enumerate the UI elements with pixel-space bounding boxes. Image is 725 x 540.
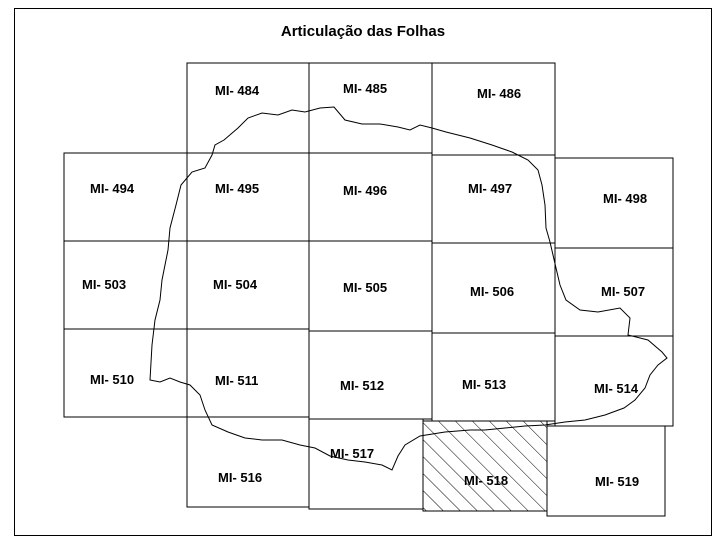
sheet-498: MI- 498 xyxy=(554,157,674,249)
sheet-label-505: MI- 505 xyxy=(343,280,387,295)
sheet-cell-512 xyxy=(308,330,433,420)
sheet-label-484: MI- 484 xyxy=(215,83,260,98)
sheet-486: MI- 486 xyxy=(431,62,556,156)
sheet-513: MI- 513 xyxy=(431,332,556,422)
sheet-cell-484 xyxy=(186,62,310,154)
sheet-label-513: MI- 513 xyxy=(462,377,506,392)
sheet-label-510: MI- 510 xyxy=(90,372,134,387)
sheet-cell-519 xyxy=(546,425,666,517)
sheet-511: MI- 511 xyxy=(186,328,310,418)
sheet-516: MI- 516 xyxy=(186,416,310,508)
sheet-label-512: MI- 512 xyxy=(340,378,384,393)
sheet-label-494: MI- 494 xyxy=(90,181,135,196)
sheet-485: MI- 485 xyxy=(308,62,433,154)
sheet-495: MI- 495 xyxy=(186,152,310,242)
sheet-cell-516 xyxy=(186,416,310,508)
sheet-510: MI- 510 xyxy=(63,328,188,418)
sheet-cell-517 xyxy=(308,418,424,510)
sheet-505: MI- 505 xyxy=(308,240,433,332)
map-frame: Articulação das Folhas xyxy=(14,8,712,536)
sheet-label-485: MI- 485 xyxy=(343,81,387,96)
sheet-cell-494 xyxy=(63,152,188,242)
sheet-512: MI- 512 xyxy=(308,330,433,420)
sheet-label-514: MI- 514 xyxy=(594,381,639,396)
sheet-label-486: MI- 486 xyxy=(477,86,521,101)
sheet-517: MI- 517 xyxy=(308,418,424,510)
sheet-label-504: MI- 504 xyxy=(213,277,258,292)
sheet-label-511: MI- 511 xyxy=(215,373,258,388)
sheet-label-497: MI- 497 xyxy=(468,181,512,196)
sheet-label-519: MI- 519 xyxy=(595,474,639,489)
sheet-494: MI- 494 xyxy=(63,152,188,242)
sheet-label-496: MI- 496 xyxy=(343,183,387,198)
sheet-503: MI- 503 xyxy=(63,240,188,330)
sheet-519: MI- 519 xyxy=(546,425,666,517)
sheet-cell-518 xyxy=(422,420,548,512)
sheet-cell-495 xyxy=(186,152,310,242)
state-outline xyxy=(149,106,668,471)
sheet-496: MI- 496 xyxy=(308,152,433,242)
sheet-label-506: MI- 506 xyxy=(470,284,514,299)
sheet-cell-486 xyxy=(431,62,556,156)
sheet-label-517: MI- 517 xyxy=(330,446,374,461)
map-title: Articulação das Folhas xyxy=(280,23,446,40)
sheet-label-518: MI- 518 xyxy=(464,473,508,488)
sheet-504: MI- 504 xyxy=(186,240,310,330)
sheet-label-503: MI- 503 xyxy=(82,277,126,292)
sheet-507: MI- 507 xyxy=(554,247,674,337)
sheet-506: MI- 506 xyxy=(431,242,556,334)
sheet-cell-485 xyxy=(308,62,433,154)
sheet-514: MI- 514 xyxy=(554,335,674,427)
sheet-label-498: MI- 498 xyxy=(603,191,647,206)
sheet-label-495: MI- 495 xyxy=(215,181,259,196)
sheet-484: MI- 484 xyxy=(186,62,310,154)
sheet-518: MI- 518 xyxy=(422,420,548,512)
sheet-label-516: MI- 516 xyxy=(218,470,262,485)
sheet-label-507: MI- 507 xyxy=(601,284,645,299)
